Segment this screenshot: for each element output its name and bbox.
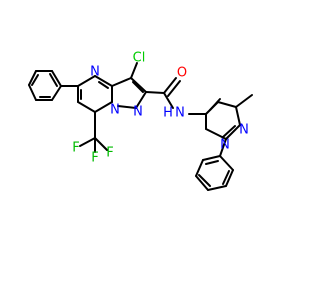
bonds bbox=[28, 62, 253, 191]
bond bbox=[51, 85, 62, 101]
bond bbox=[94, 101, 113, 113]
bond bbox=[217, 101, 237, 108]
bond bbox=[111, 77, 132, 87]
bond bbox=[130, 77, 147, 93]
pyrazole-b-n2-label: N bbox=[220, 138, 230, 153]
bond bbox=[135, 91, 147, 109]
f-left-label: F bbox=[72, 141, 79, 156]
bond bbox=[219, 138, 227, 157]
cl-label: Cl bbox=[133, 51, 146, 66]
bond bbox=[49, 73, 58, 87]
bond bbox=[28, 70, 37, 86]
bridge-n-label: N bbox=[110, 103, 120, 118]
bond bbox=[219, 155, 234, 171]
molecule-diagram: Cl O N N N N H N N F F F bbox=[28, 51, 253, 191]
pyrazole-b-n1-label: N bbox=[239, 123, 249, 138]
bond bbox=[51, 70, 62, 87]
bond bbox=[222, 125, 236, 138]
bond bbox=[198, 174, 211, 187]
bond bbox=[222, 170, 230, 185]
pyrazole-a-n-label: N bbox=[133, 105, 143, 120]
atom-labels: Cl O N N N N H N N F F F bbox=[72, 51, 249, 166]
bond bbox=[31, 74, 39, 86]
bond bbox=[98, 81, 109, 89]
bond bbox=[77, 75, 96, 87]
bond bbox=[145, 91, 165, 94]
o-label: O bbox=[177, 66, 187, 81]
bond bbox=[225, 169, 234, 187]
bond bbox=[235, 106, 241, 126]
bond bbox=[130, 62, 138, 79]
bond bbox=[225, 124, 241, 140]
bond bbox=[163, 77, 177, 94]
bond bbox=[209, 98, 221, 111]
nh-n-label: N bbox=[175, 106, 185, 121]
bond bbox=[94, 75, 113, 87]
bond bbox=[202, 155, 221, 161]
bond bbox=[77, 101, 96, 113]
bond bbox=[207, 185, 227, 191]
bond bbox=[167, 80, 181, 97]
bond bbox=[79, 137, 96, 147]
pyrimidine-n-label: N bbox=[90, 65, 100, 80]
bond bbox=[163, 92, 174, 109]
bond bbox=[117, 105, 137, 109]
bond bbox=[205, 160, 219, 165]
f-bottom-label: F bbox=[106, 146, 113, 161]
bond bbox=[94, 137, 108, 151]
bond bbox=[235, 94, 253, 108]
bond bbox=[28, 84, 37, 101]
f-top-label: F bbox=[91, 151, 98, 166]
h-label: H bbox=[163, 106, 173, 121]
bond bbox=[132, 81, 144, 93]
bond bbox=[195, 175, 209, 191]
bond bbox=[195, 159, 204, 177]
